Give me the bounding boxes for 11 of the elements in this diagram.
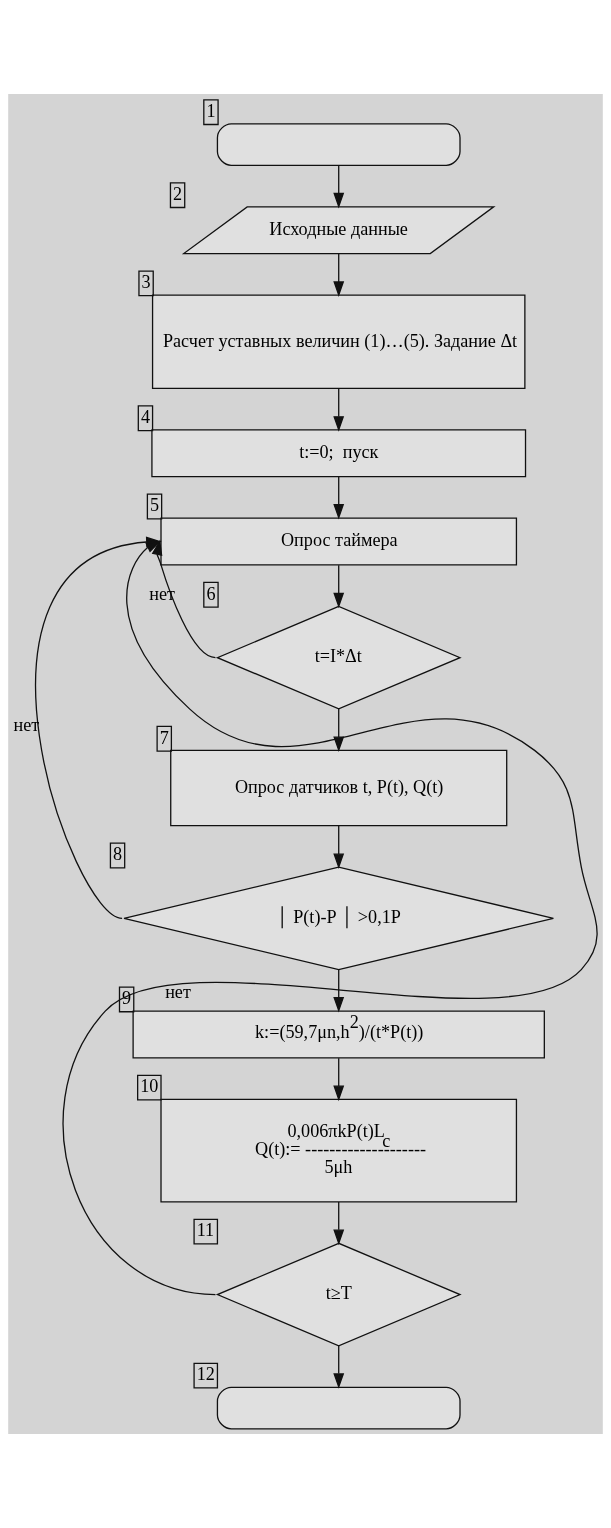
node-label: 3 — [141, 272, 151, 293]
node-label: 8 — [113, 844, 123, 865]
node-label: 12 — [196, 1364, 215, 1385]
node-label: 4 — [140, 407, 150, 428]
node-label: 6 — [206, 583, 216, 604]
node-label: 2 — [173, 183, 183, 204]
node-label: 7 — [159, 727, 169, 748]
node-label: 1 — [206, 100, 216, 121]
node-label: 11 — [196, 1220, 215, 1241]
node-label: 5 — [149, 495, 160, 516]
node-label: 10 — [140, 1076, 159, 1097]
